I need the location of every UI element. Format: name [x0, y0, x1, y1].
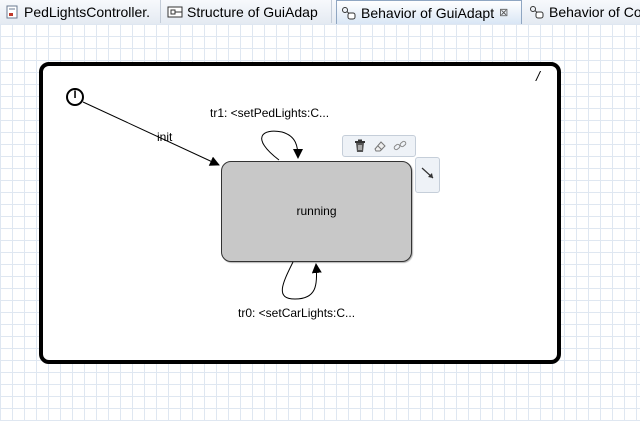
tab-pedlightscontroller[interactable]: PedLightsController. [0, 0, 161, 23]
erase-icon[interactable] [373, 139, 387, 153]
close-tab-icon[interactable]: ⊠ [499, 7, 509, 19]
editor-tab-bar: PedLightsController. Structure of GuiAda… [0, 0, 640, 25]
state-machine-label: / [536, 68, 540, 84]
initial-point-label: I [73, 89, 77, 101]
tab-label: PedLightsController. [24, 3, 151, 20]
diagram-file-icon [4, 4, 20, 20]
tab-label: Behavior of Co [549, 3, 640, 20]
tab-structure[interactable]: Structure of GuiAdap [163, 0, 332, 23]
initial-point[interactable] [66, 88, 84, 106]
transition-init[interactable] [82, 101, 220, 166]
state-running[interactable] [221, 161, 412, 262]
behavior-icon [341, 5, 357, 21]
state-name-label: running [296, 204, 337, 218]
diagram-canvas[interactable]: / running I init tr1: <setPedLights:C...… [0, 24, 640, 421]
transition-init-label: init [157, 130, 173, 144]
link-icon[interactable] [393, 139, 407, 153]
element-toolbox [342, 135, 416, 157]
create-transition-icon [420, 165, 436, 186]
create-transition-button[interactable] [415, 157, 440, 193]
tab-label: Structure of GuiAdap [187, 3, 318, 20]
delete-icon[interactable] [353, 139, 367, 153]
transition-tr0-label: tr0: <setCarLights:C... [238, 306, 356, 320]
behavior-icon [529, 4, 545, 20]
transition-tr1[interactable] [261, 130, 303, 161]
structure-icon [167, 4, 183, 20]
transition-tr0[interactable] [281, 261, 322, 300]
tab-behavior-other[interactable]: Behavior of Co [525, 0, 640, 23]
tab-behavior-guiadapt[interactable]: Behavior of GuiAdapt ⊠ [336, 0, 522, 24]
tab-label: Behavior of GuiAdapt [361, 4, 495, 21]
transition-layer [66, 88, 322, 300]
transition-tr1-label: tr1: <setPedLights:C... [210, 106, 330, 120]
